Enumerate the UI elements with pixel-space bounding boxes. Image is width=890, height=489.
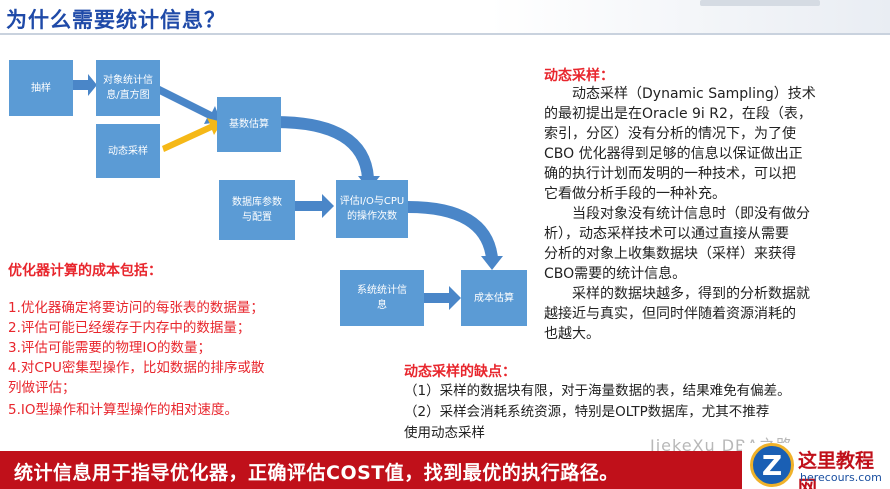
arrow-base-to-io — [274, 116, 374, 179]
drawback-line-3: 使用动态采样 — [404, 425, 485, 441]
logo-sub-text: herecours.com — [800, 471, 882, 484]
dynamic-line: 采样的数据块越多，得到的分析数据就 — [544, 286, 810, 302]
cost-item-5: 5.IO型操作和计算型操作的相对速度。 — [8, 402, 238, 418]
title-divider — [0, 33, 890, 35]
box-cost-estimate: 成本估算 — [461, 270, 527, 326]
cost-item-1: 1.优化器确定将要访问的每张表的数据量； — [8, 300, 264, 316]
arrow-io-to-cost — [407, 201, 498, 260]
box-sampling: 抽样 — [9, 60, 73, 116]
dynamic-line: 析），动态采样技术可以通过直接从需要 — [544, 226, 789, 242]
top-watermark-bar — [700, 0, 820, 6]
arrow-sysstats-to-cost — [423, 286, 461, 310]
cost-item-2: 2.评估可能已经缓存于内存中的数据量； — [8, 320, 251, 336]
box-cardinality-estimate: 基数估算 — [217, 97, 281, 152]
dynamic-line: 索引，分区）没有分析的情况下，为了使 — [544, 126, 796, 142]
dynamic-line: 也越大。 — [544, 326, 600, 342]
box-object-stats: 对象统计信息/直方图 — [96, 60, 160, 116]
cost-item-4: 4.对CPU密集型操作，比如数据的排序或散 — [8, 360, 265, 376]
drawback-line-2: （2）采样会消耗系统资源，特别是OLTP数据库，尤其不推荐 — [404, 404, 770, 420]
cost-section-heading: 优化器计算的成本包括： — [8, 263, 162, 279]
dynamic-line: 越接近与真实，但同时伴随着资源消耗的 — [544, 306, 796, 322]
box-db-params: 数据库参数与配置 — [219, 180, 295, 240]
dynamic-line: 的最初提出是在Oracle 9i R2，在段（表， — [544, 106, 812, 122]
logo-icon: Z — [750, 443, 794, 487]
arrow-params-to-io — [294, 194, 334, 218]
dynamic-line: CBO 优化器得到足够的信息以保证做出正 — [544, 146, 803, 162]
dynamic-line: 它看做分析手段的一种补充。 — [544, 186, 726, 202]
dynamic-line: CBO需要的统计信息。 — [544, 266, 687, 282]
arrow-sampling-to-stats — [72, 74, 97, 96]
cost-item-4-cont: 列做评估； — [8, 380, 76, 396]
dynamic-line: 当段对象没有统计信息时（即没有做分 — [544, 206, 810, 222]
dynamic-line: 动态采样（Dynamic Sampling）技术 — [544, 86, 816, 102]
site-logo[interactable]: Z 这里教程网 herecours.com — [742, 443, 890, 489]
cost-item-3: 3.评估可能需要的物理IO的数量； — [8, 340, 211, 356]
drawback-section-heading: 动态采样的缺点： — [404, 364, 516, 380]
dynamic-section-heading: 动态采样： — [544, 68, 614, 84]
box-dynamic-sampling: 动态采样 — [96, 124, 160, 178]
logo-main-text: 这里教程网 — [798, 450, 875, 489]
box-system-stats: 系统统计信息 — [340, 270, 424, 326]
bottom-banner: 统计信息用于指导优化器，正确评估COST值，找到最优的执行路径。 — [0, 451, 747, 489]
dynamic-section-body: 动态采样（Dynamic Sampling）技术 的最初提出是在Oracle 9… — [544, 84, 884, 344]
arrow-dynamic-to-base — [162, 118, 222, 152]
drawback-line-1: （1）采样的数据块有限，对于海量数据的表，结果难免有偏差。 — [404, 383, 791, 399]
dynamic-line: 确的执行计划而发明的一种技术，可以把 — [544, 166, 796, 182]
arrow-stats-to-base — [157, 86, 221, 124]
page-title: 为什么需要统计信息？ — [6, 8, 226, 32]
dynamic-line: 分析的对象上收集数据块（采样）来获得 — [544, 246, 796, 262]
